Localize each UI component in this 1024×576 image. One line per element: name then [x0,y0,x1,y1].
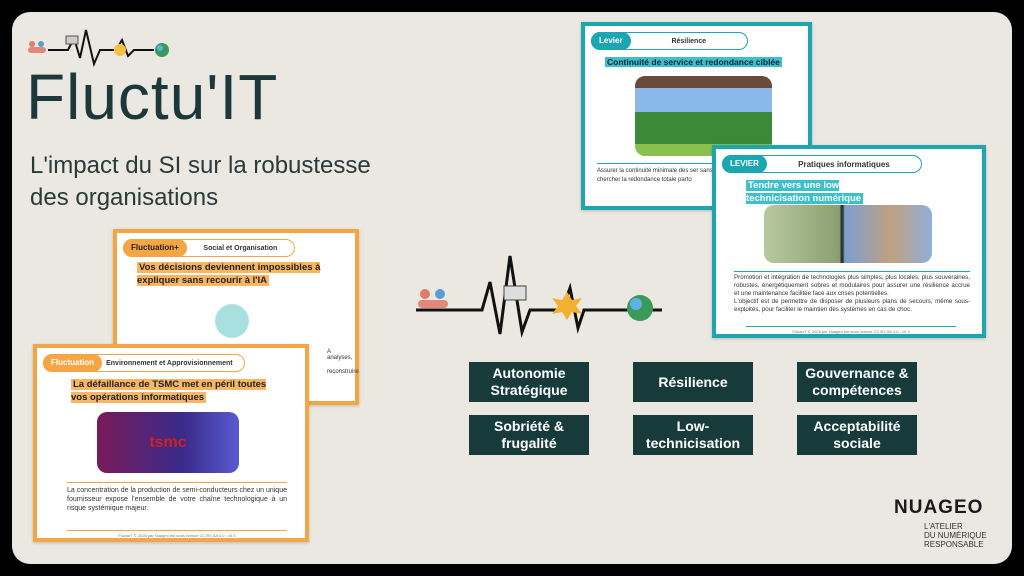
tsmc-chip-image: tsmc [97,412,239,473]
pulse-header-icon [28,29,169,68]
card-category: Pratiques informatiques [798,159,890,169]
card-body: La concentration de la production de sem… [67,482,287,513]
subtitle: L'impact du SI sur la robustesse des org… [30,152,371,211]
card-body: Assurer la continuité minimale des ser s… [597,163,717,187]
card-title: Continuité de service et redondance cibl… [605,57,782,67]
slide: Fluctu'IT L'impact du SI sur la robustes… [12,12,1012,564]
card-title: Vos décisions deviennent impossibles à e… [137,262,321,286]
app-logo: Fluctu'IT [26,61,279,133]
card-category: Social et Organisation [203,244,278,252]
card-tag: Fluctuation [43,354,103,372]
card-body: Promotion et intégration de technologies… [734,271,970,314]
publisher-name: NUAGEO [894,497,984,518]
card-body: A analyses, [327,349,353,361]
publisher-tagline: L'ATELIER [924,522,963,531]
levier-card-resilience[interactable]: Levier Résilience Continuité de service e… [581,22,812,210]
card-tag: Fluctuation+ [123,239,187,257]
card-body: reconstruire [327,369,359,375]
theme-gouvernance[interactable]: Gouvernance & compétences [797,362,917,402]
publisher-tagline: DU NUMÉRIQUE [924,531,987,540]
pulse-center-icon [416,255,662,338]
card-footer: FluctuIT © 2025 par Nuageo est sous lice… [67,530,287,538]
card-title: La défaillance de TSMC met en péril tout… [71,379,267,403]
theme-resilience[interactable]: Résilience [633,362,753,402]
levier-card-low-tech[interactable]: LEVIER Pratiques informatiques Tendre ver… [712,145,986,338]
publisher-tagline: RESPONSABLE [924,540,984,549]
theme-autonomie[interactable]: Autonomie Stratégique [469,362,589,402]
card-category: Environnement et Approvisionnement [106,359,233,367]
theme-low-tech[interactable]: Low-technicisation [633,415,753,455]
card-tag: Levier [591,32,631,50]
card-footer: FluctuIT © 2025 par Nuageo est sous lice… [746,326,956,334]
theme-sobriete[interactable]: Sobriété & frugalité [469,415,589,455]
nuageo-logo: NUAGEO L'ATELIER DU NUMÉRIQUE RESPONSABL… [894,497,994,549]
card-body-p2: L'objectif est de permettre de disposer … [734,298,970,313]
swing-chain-image [635,76,772,156]
low-tech-photo [764,205,932,263]
theme-acceptabilite[interactable]: Acceptabilité sociale [797,415,917,455]
card-category: Résilience [671,37,707,45]
card-tag: LEVIER [722,155,767,173]
card-body-p1: Promotion et intégration de technologies… [734,274,970,297]
card-title: Tendre vers une low technicisation numér… [746,180,864,204]
